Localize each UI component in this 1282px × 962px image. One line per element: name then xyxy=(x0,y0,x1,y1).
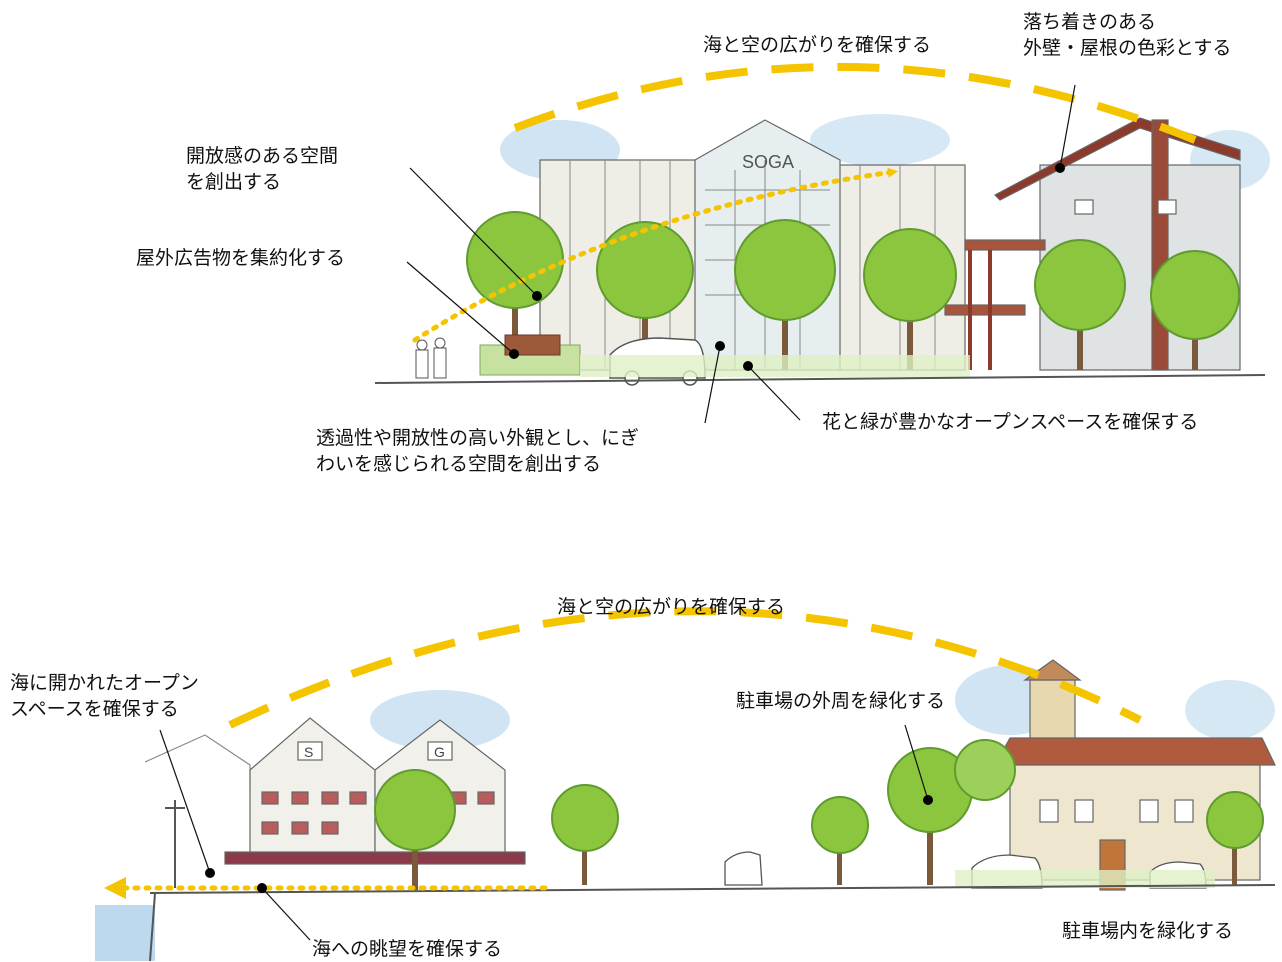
grass-strip xyxy=(580,355,970,377)
openness-arrow xyxy=(412,167,898,343)
open-space-label-line1: 開放感のある空間 xyxy=(186,145,339,167)
roof-color-label-line1: 落ち着きのある xyxy=(1023,11,1157,33)
bottom-scene: S G xyxy=(95,607,1276,961)
lamp-post xyxy=(165,800,185,888)
top-sky-label: 海と空の広がりを確保する xyxy=(703,34,932,56)
leader-lines xyxy=(406,84,1076,424)
sky-wash xyxy=(1185,680,1275,740)
sea-open-space-label-line1: 海に開かれたオープン xyxy=(10,672,199,694)
bottom-sky-label: 海と空の広がりを確保する xyxy=(557,596,786,618)
ground-line xyxy=(149,884,1276,894)
parking-perimeter-label: 駐車場の外周を緑化する xyxy=(736,690,946,712)
building-sign-s: S xyxy=(304,744,313,760)
facade-label-line1: 透過性や開放性の高い外観とし、にぎ xyxy=(316,427,640,449)
roof-color-label: 落ち着きのある 外壁・屋根の色彩とする xyxy=(1023,9,1231,61)
bottom-trees xyxy=(374,739,1264,890)
parking-inside-label: 駐車場内を緑化する xyxy=(1062,920,1234,942)
sky-arc xyxy=(228,607,1142,729)
tree xyxy=(374,769,456,890)
leader-dots xyxy=(509,163,1065,371)
sea-open-space-label-line2: スペースを確保する xyxy=(10,698,179,720)
facade-label: 透過性や開放性の高い外観とし、にぎ わいを感じられる空間を創出する xyxy=(316,425,639,477)
sea-wall xyxy=(149,892,156,961)
sea-view-label: 海への眺望を確保する xyxy=(312,938,503,960)
sea xyxy=(95,905,155,961)
top-trees xyxy=(466,211,1240,370)
building-sign-g: G xyxy=(434,744,445,760)
sky-wash xyxy=(810,114,950,166)
background-house xyxy=(144,734,251,790)
building-sign: SOGA xyxy=(742,152,794,172)
ground-line xyxy=(374,374,1266,384)
outdoor-sign xyxy=(504,334,561,356)
tree xyxy=(1206,791,1264,885)
green-space-label: 花と緑が豊かなオープンスペースを確保する xyxy=(822,411,1199,433)
leader-dots xyxy=(205,795,933,893)
roof-color-label-line2: 外壁・屋根の色彩とする xyxy=(1023,37,1232,59)
tree xyxy=(596,221,694,370)
tree xyxy=(863,228,957,370)
tree xyxy=(551,784,619,885)
top-scene: SOGA xyxy=(374,62,1270,424)
open-space-label-line2: を創出する xyxy=(186,171,282,193)
sky-arc xyxy=(513,62,1197,144)
tree xyxy=(954,739,1016,801)
tree xyxy=(1034,239,1126,370)
sea-open-space-label: 海に開かれたオープン スペースを確保する xyxy=(10,670,199,722)
signage-label: 屋外広告物を集約化する xyxy=(136,247,346,269)
facade-label-line2: わいを感じられる空間を創出する xyxy=(316,453,602,475)
tree xyxy=(811,796,869,885)
people xyxy=(415,337,447,379)
open-space-label: 開放感のある空間 を創出する xyxy=(186,143,338,195)
hedge xyxy=(955,870,1215,888)
tree xyxy=(734,219,836,370)
leader-lines xyxy=(159,724,929,941)
tree xyxy=(1150,250,1240,370)
